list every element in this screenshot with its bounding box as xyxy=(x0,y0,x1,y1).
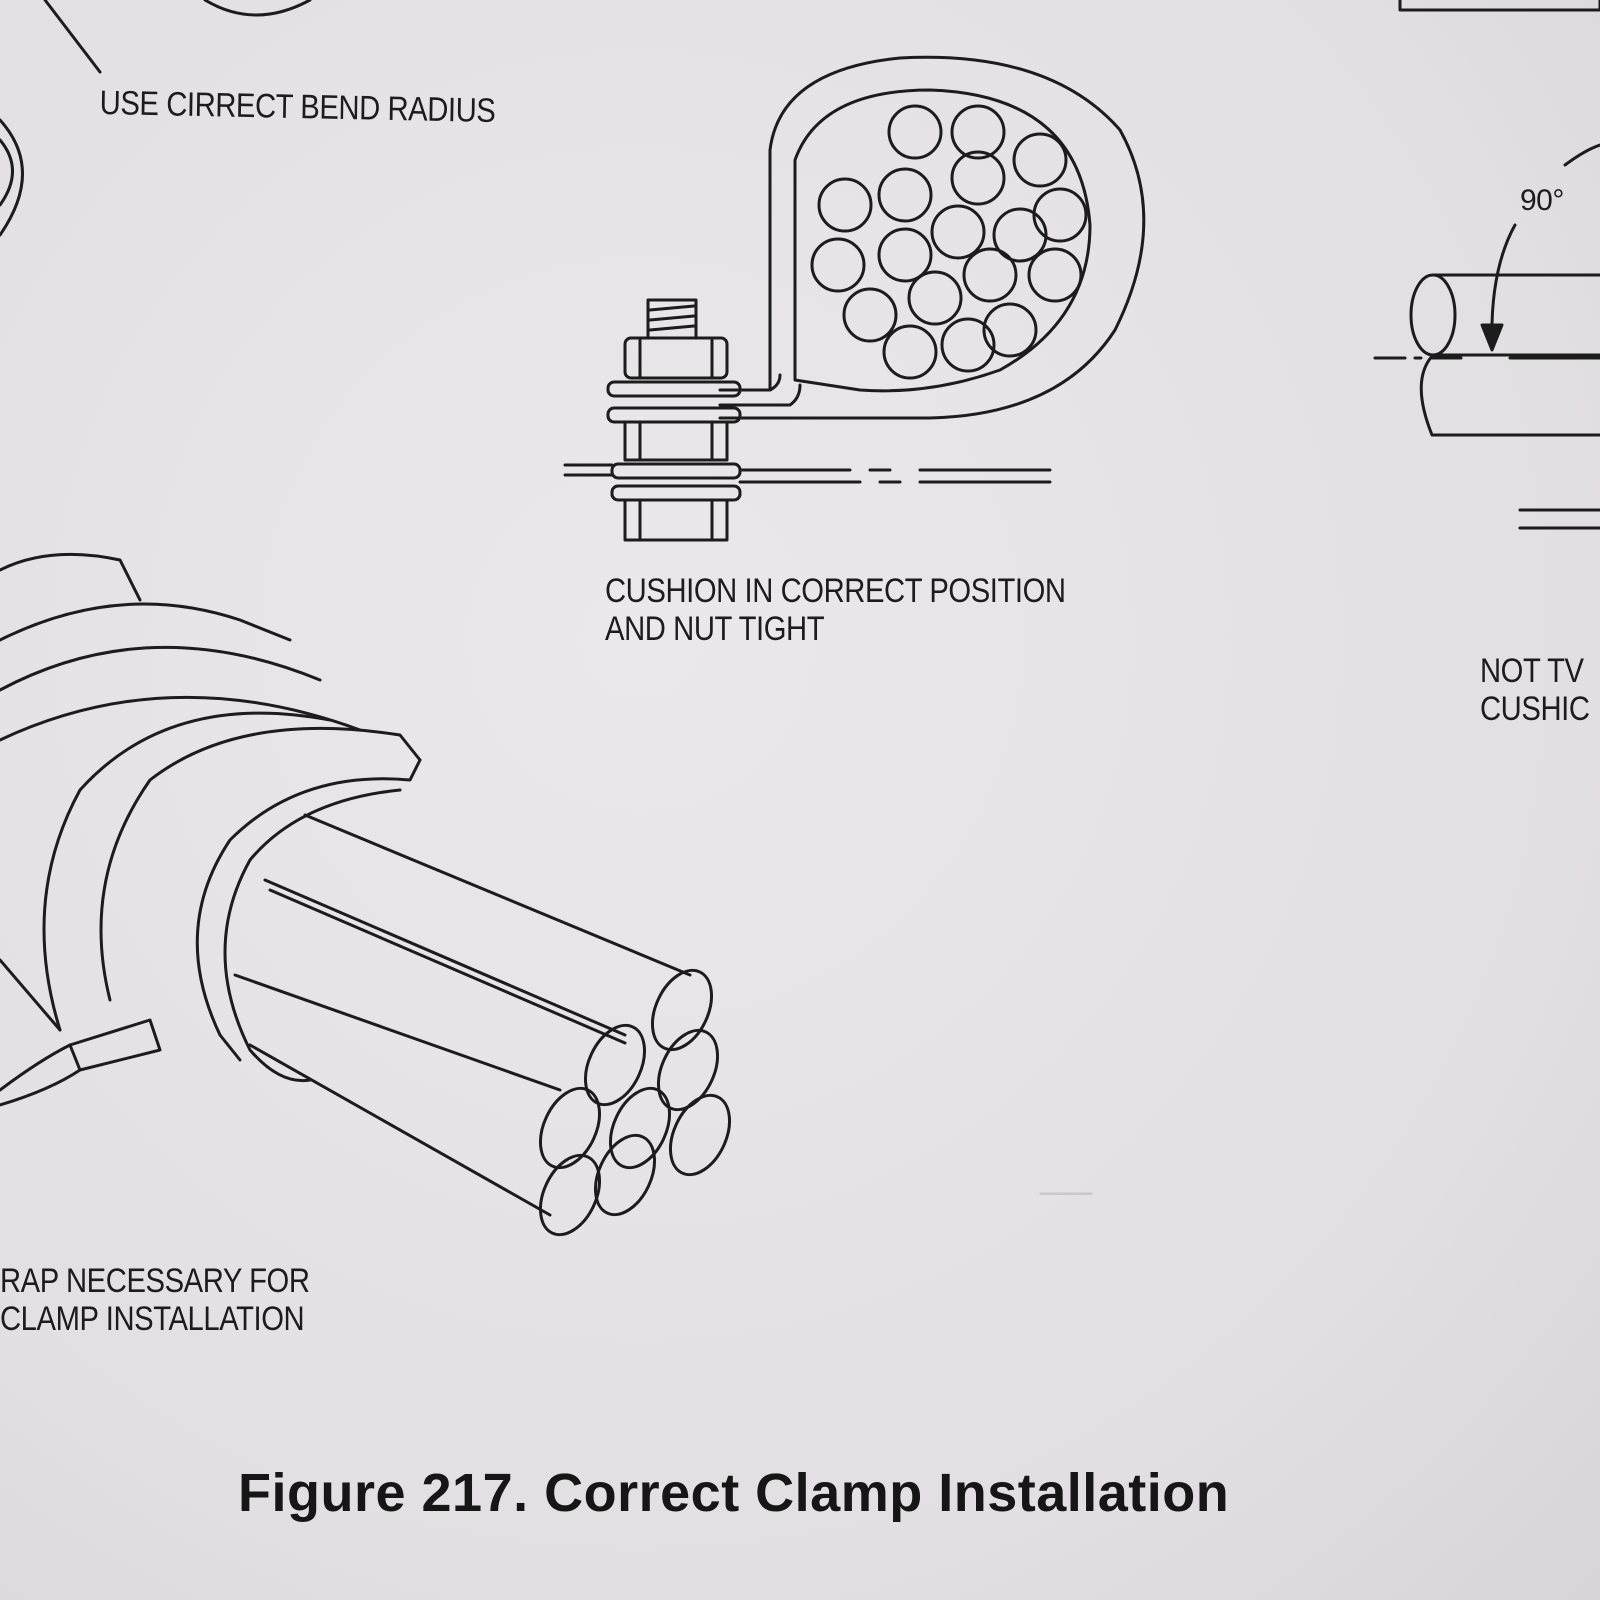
not-twisted-line-1: NOT TV xyxy=(1480,652,1584,690)
not-twisted-label: NOT TV CUSHIC xyxy=(1480,652,1590,728)
bend-radius-label: USE CIRRECT BEND RADIUS xyxy=(99,84,496,131)
cushion-clamp-drawing xyxy=(718,55,1146,420)
angle-label: 90° xyxy=(1520,184,1564,217)
cushion-position-label: CUSHION IN CORRECT POSITION AND NUT TIGH… xyxy=(605,572,1066,648)
not-twisted-drawing xyxy=(1373,0,1600,530)
bend-radius-drawing xyxy=(0,0,312,237)
wire-bundle xyxy=(810,104,1088,380)
strap-label-line-1: RAP NECESSARY FOR xyxy=(0,1262,310,1300)
cushion-label-line-2: AND NUT TIGHT xyxy=(605,610,825,648)
bolt-assembly xyxy=(563,298,1052,542)
strap-clamp-drawing xyxy=(0,552,732,1237)
not-twisted-line-2: CUSHIC xyxy=(1480,690,1590,728)
figure-caption: Figure 217. Correct Clamp Installation xyxy=(238,1463,1230,1523)
cushion-label-line-1: CUSHION IN CORRECT POSITION xyxy=(605,572,1066,610)
strap-label-line-2: CLAMP INSTALLATION xyxy=(0,1300,305,1338)
strap-label: RAP NECESSARY FOR CLAMP INSTALLATION xyxy=(0,1262,310,1338)
bleed-through-text: — xyxy=(1040,1161,1092,1218)
